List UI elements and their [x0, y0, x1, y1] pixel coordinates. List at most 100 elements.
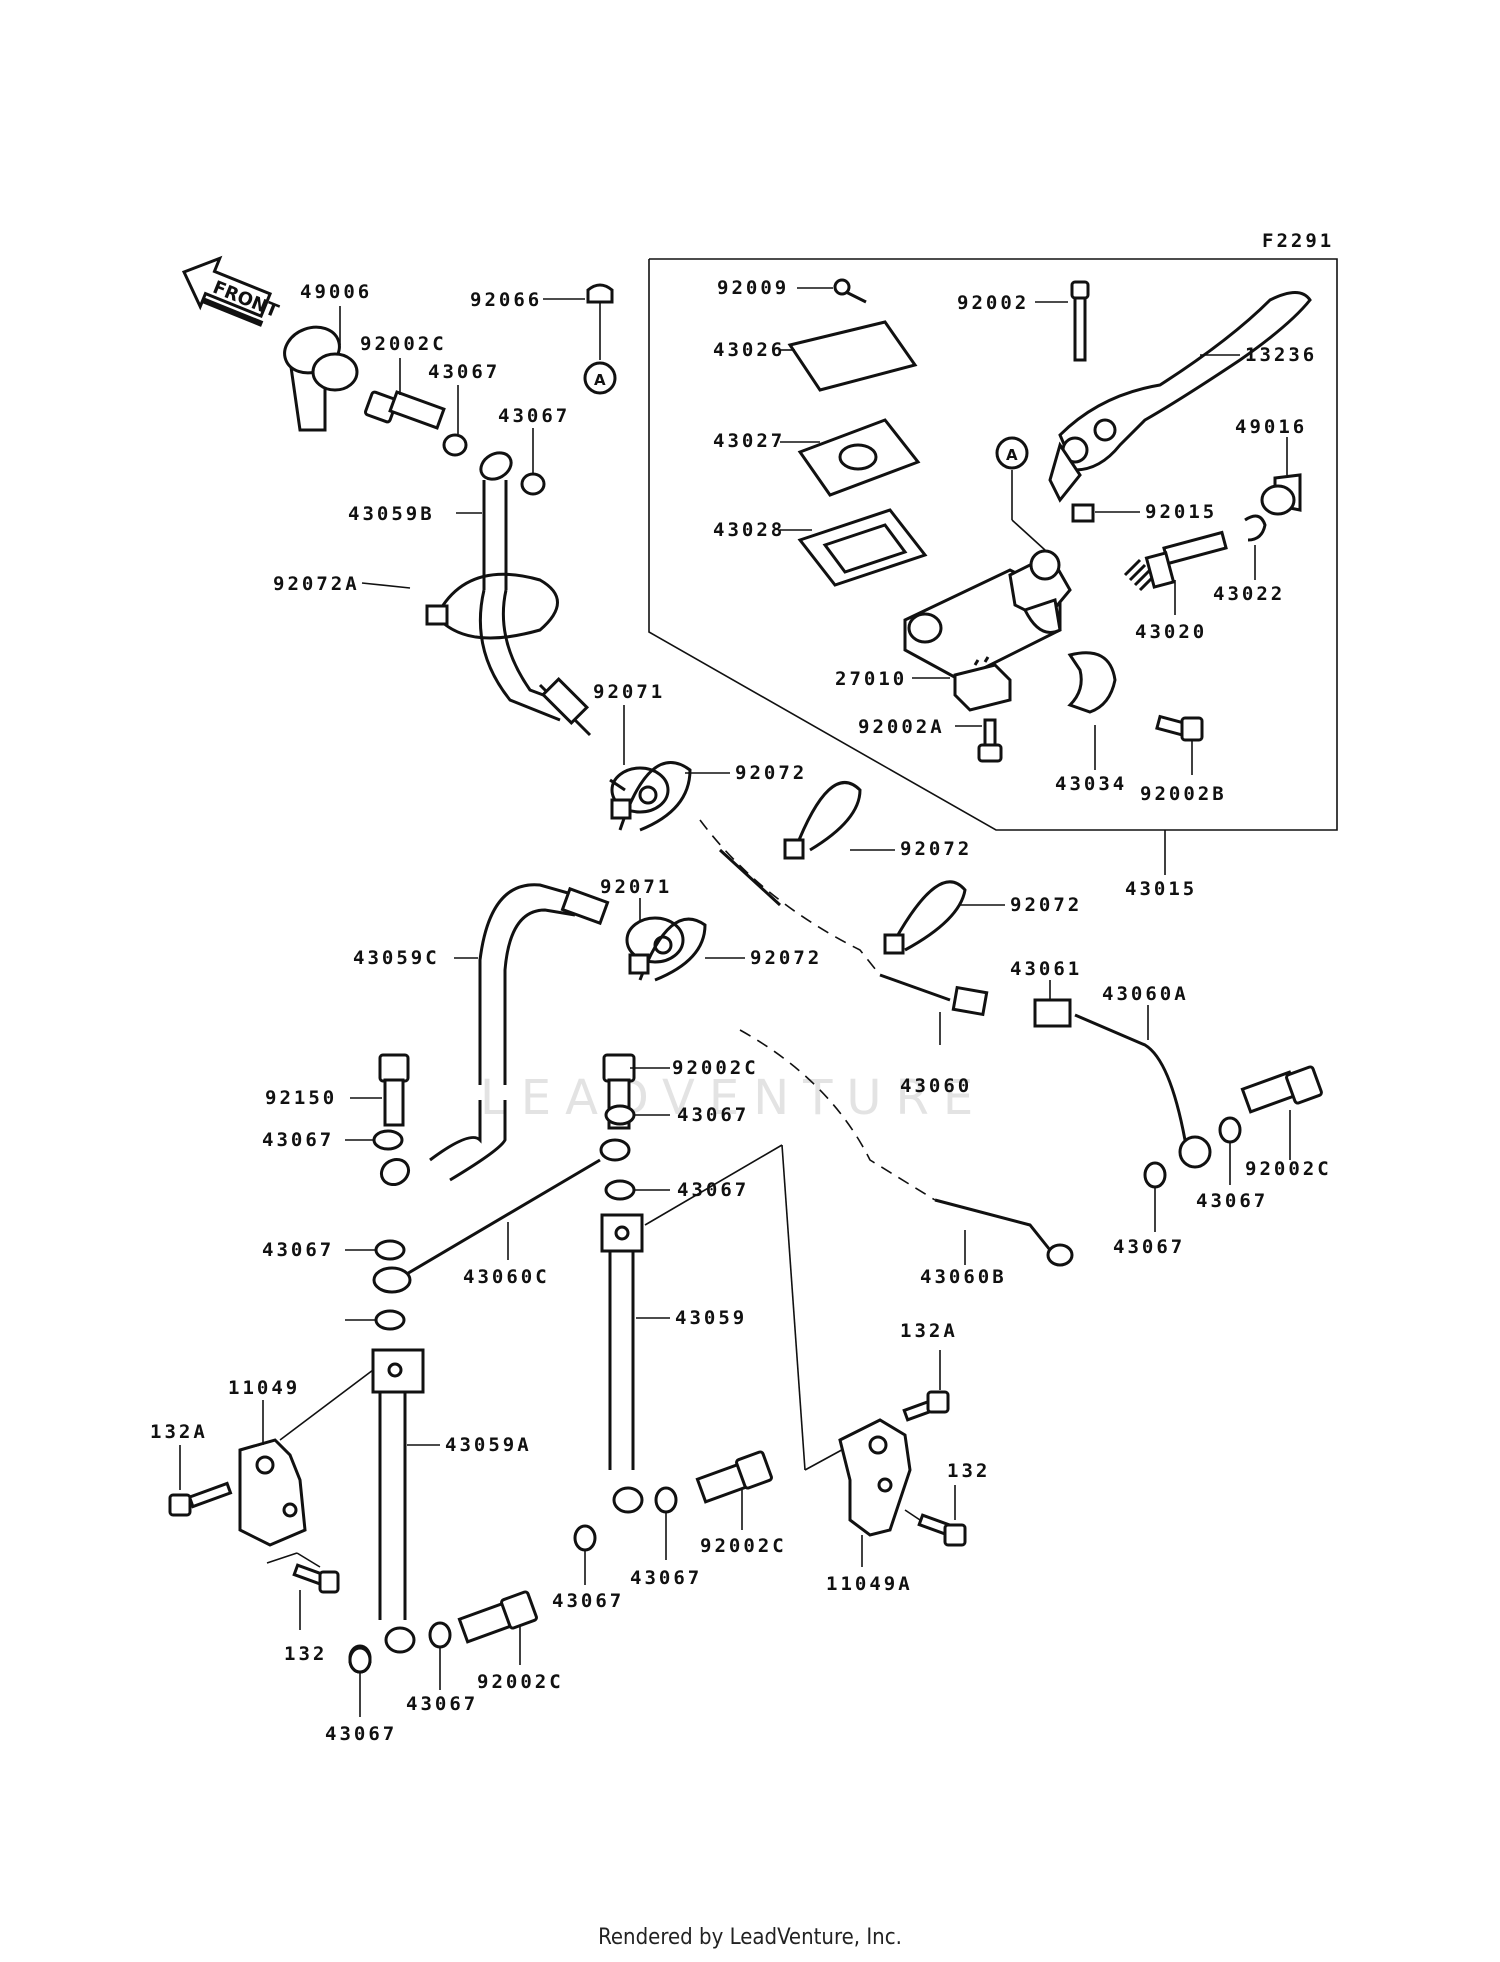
washer	[604, 1104, 636, 1126]
part-number-43028: 43028	[713, 519, 785, 541]
bracket-11049	[238, 1438, 307, 1547]
part-number-92002c-b1: 92002C	[700, 1535, 787, 1557]
washer	[428, 1621, 452, 1649]
part-number-92072-a: 92072	[735, 762, 807, 784]
part-number-49006: 49006	[300, 281, 372, 303]
part-number-92150: 92150	[265, 1087, 337, 1109]
bolt-132A-right	[902, 1390, 950, 1422]
brake-line-43060	[879, 973, 951, 1002]
part-number-43067-l: 43067	[325, 1723, 397, 1745]
brake-line-43060-dash	[699, 819, 881, 976]
part-number-92071-a: 92071	[593, 681, 665, 703]
pin-92002	[1070, 280, 1090, 362]
part-number-92002c-b2: 92002C	[477, 1671, 564, 1693]
tie-92072-b	[783, 781, 862, 860]
part-number-92072a: 92072A	[273, 573, 360, 595]
part-number-92015: 92015	[1145, 501, 1217, 523]
part-number-43067-k: 43067	[406, 1693, 478, 1715]
fitting-43060	[951, 985, 989, 1017]
plate-ring	[838, 443, 878, 471]
banjo-bolt-92002C-b1	[695, 1450, 773, 1504]
leader	[239, 1444, 261, 1451]
brake-line-43060-upper	[718, 848, 782, 907]
footer-credit: Rendered by LeadVenture, Inc.	[598, 1925, 902, 1950]
part-number-132-right: 132	[947, 1460, 990, 1482]
tie-92072-a	[610, 761, 692, 832]
part-number-92002c-right: 92002C	[1245, 1158, 1332, 1180]
screw-92002A	[977, 718, 1003, 763]
leader-tee	[644, 1144, 783, 1226]
part-number-92009: 92009	[717, 277, 789, 299]
assembly-box-43015	[648, 258, 1338, 831]
hose-43059A	[371, 1348, 425, 1654]
part-number-43027: 43027	[713, 430, 785, 452]
part-number-43067-g: 43067	[262, 1239, 334, 1261]
joint-43061	[1033, 998, 1072, 1028]
washer	[374, 1309, 406, 1331]
switch-27010	[953, 656, 1012, 712]
banjo-43060C-top	[599, 1138, 631, 1162]
clamp-43034	[1067, 651, 1117, 714]
part-number-11049a: 11049A	[826, 1573, 913, 1595]
part-number-11049: 11049	[228, 1377, 300, 1399]
part-number-43060: 43060	[900, 1075, 972, 1097]
leader	[1011, 519, 1046, 551]
part-number-92002c-mid: 92002C	[672, 1057, 759, 1079]
part-number-92071-b: 92071	[600, 876, 672, 898]
part-number-92072-c: 92072	[1010, 894, 1082, 916]
part-number-132a-right: 132A	[900, 1320, 958, 1342]
banjo-bolt-92002C-b2	[457, 1590, 538, 1644]
watermark-text: LEADVENTURE	[480, 1070, 988, 1126]
part-number-92072-d: 92072	[750, 947, 822, 969]
banjo-43060A	[1178, 1135, 1212, 1169]
brake-line-43060B-dash	[739, 1029, 936, 1201]
banjo-bolt-92002C-right	[1240, 1065, 1323, 1114]
banjo-bolt-92002C-top	[364, 390, 446, 430]
bolt-132A-left	[168, 1481, 233, 1517]
part-number-43067-a: 43067	[428, 361, 500, 383]
part-number-43020: 43020	[1135, 621, 1207, 643]
part-number-43022: 43022	[1213, 583, 1285, 605]
callout-a-right: A	[1006, 446, 1018, 464]
boot-49016	[1260, 473, 1302, 516]
fitting-upper	[538, 676, 592, 737]
bolt-92150	[378, 1053, 410, 1127]
cover-43026	[787, 320, 918, 392]
part-number-43060b: 43060B	[920, 1266, 1007, 1288]
part-number-43067-e: 43067	[1196, 1190, 1268, 1212]
cap-92066: A	[583, 283, 617, 395]
front-arrow-icon: FRONT	[181, 255, 282, 327]
master-cylinder-body	[903, 549, 1072, 682]
part-number-43034: 43034	[1055, 773, 1127, 795]
washer	[442, 433, 468, 457]
leader	[266, 1552, 298, 1564]
part-number-43059c: 43059C	[353, 947, 440, 969]
part-number-132a-left: 132A	[150, 1421, 208, 1443]
washer	[1218, 1116, 1242, 1144]
washer	[374, 1239, 406, 1261]
part-number-43015: 43015	[1125, 878, 1197, 900]
part-number-13236: 13236	[1245, 344, 1317, 366]
callout-a-circle	[995, 436, 1029, 470]
diagram-code: F2291	[1262, 230, 1334, 252]
bolt-132-right	[917, 1513, 967, 1547]
part-number-43067-c: 43067	[262, 1129, 334, 1151]
washer	[573, 1524, 597, 1552]
part-number-43026: 43026	[713, 339, 785, 361]
screw-92009	[833, 278, 867, 304]
part-number-43060a: 43060A	[1102, 983, 1189, 1005]
bracket-11049A	[838, 1418, 912, 1537]
leader	[296, 1552, 321, 1568]
part-number-43067-i: 43067	[630, 1567, 702, 1589]
part-number-49016: 49016	[1235, 416, 1307, 438]
part-number-92066: 92066	[470, 289, 542, 311]
part-number-43060c: 43060C	[463, 1266, 550, 1288]
diaphragm-inner	[822, 523, 908, 574]
washer	[372, 1129, 404, 1151]
hose-43059B	[478, 451, 571, 722]
part-number-132-left: 132	[284, 1643, 327, 1665]
tie-92072A	[425, 572, 559, 640]
part-number-43067-b: 43067	[498, 405, 570, 427]
callout-a-top: A	[594, 371, 606, 389]
